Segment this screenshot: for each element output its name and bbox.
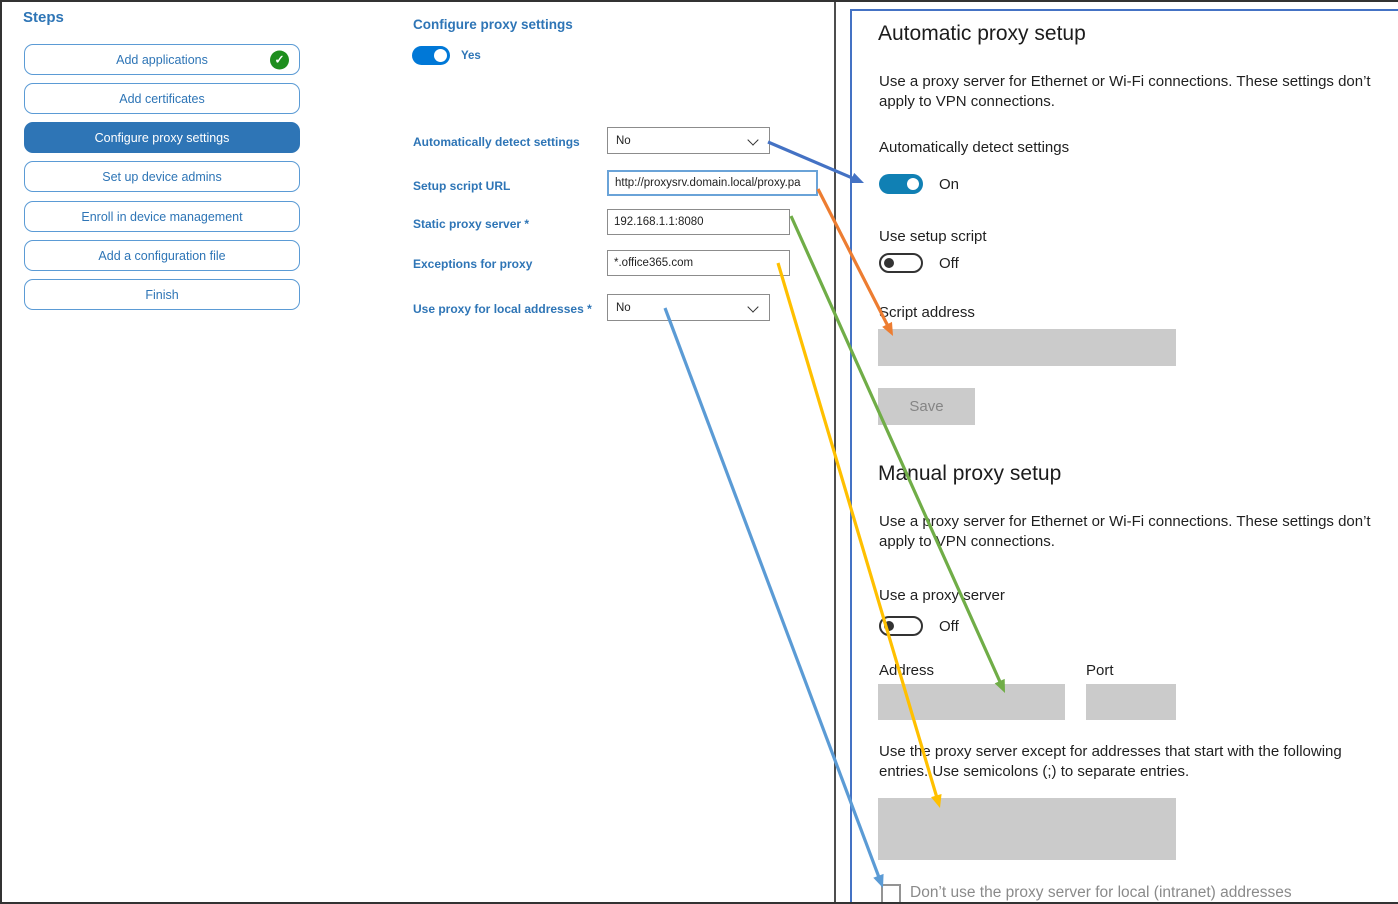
exceptions-for-proxy-input[interactable] bbox=[607, 250, 790, 276]
use-setup-script-state: Off bbox=[939, 255, 959, 272]
use-setup-script-label: Use setup script bbox=[879, 228, 987, 245]
use-setup-script-toggle[interactable] bbox=[879, 253, 923, 273]
check-icon: ✓ bbox=[270, 50, 289, 69]
configure-proxy-toggle-label: Yes bbox=[461, 50, 481, 62]
sidebar-item-enroll-in-device-management[interactable]: Enroll in device management bbox=[24, 201, 300, 232]
automatic-proxy-heading: Automatic proxy setup bbox=[878, 22, 1086, 45]
use-proxy-local-label: Use proxy for local addresses * bbox=[413, 302, 592, 316]
sidebar-item-add-certificates[interactable]: Add certificates bbox=[24, 83, 300, 114]
sidebar-item-configure-proxy-settings[interactable]: Configure proxy settings bbox=[24, 122, 300, 153]
sidebar-item-label: Configure proxy settings bbox=[94, 130, 230, 145]
setup-script-url-label: Setup script URL bbox=[413, 179, 511, 193]
static-proxy-server-label: Static proxy server * bbox=[413, 217, 530, 231]
auto-detect-label: Automatically detect settings bbox=[879, 139, 1070, 156]
sidebar-item-label: Set up device admins bbox=[102, 169, 222, 184]
manual-proxy-description: Use a proxy server for Ethernet or Wi-Fi… bbox=[879, 513, 1371, 550]
proxy-exceptions-hint: Use the proxy server except for addresse… bbox=[879, 743, 1342, 780]
auto-detect-state: On bbox=[939, 176, 960, 193]
save-button[interactable]: Save bbox=[878, 388, 975, 425]
static-proxy-server-input[interactable] bbox=[607, 209, 790, 235]
port-label: Port bbox=[1086, 662, 1114, 679]
select-value: No bbox=[616, 301, 631, 314]
use-proxy-local-select[interactable]: No bbox=[607, 294, 770, 321]
sidebar-item-label: Finish bbox=[145, 287, 179, 302]
local-addresses-checkbox-label: Don’t use the proxy server for local (in… bbox=[910, 884, 1292, 901]
script-address-label: Script address bbox=[879, 304, 975, 321]
automatic-proxy-description: Use a proxy server for Ethernet or Wi-Fi… bbox=[879, 73, 1371, 110]
address-label: Address bbox=[879, 662, 935, 679]
exceptions-for-proxy-label: Exceptions for proxy bbox=[413, 257, 533, 271]
page-title: Configure proxy settings bbox=[413, 17, 573, 32]
steps-heading: Steps bbox=[23, 9, 64, 26]
address-input[interactable] bbox=[878, 684, 1065, 720]
select-value: No bbox=[616, 134, 631, 147]
proxy-exceptions-textarea[interactable] bbox=[878, 798, 1176, 860]
use-proxy-server-label: Use a proxy server bbox=[879, 587, 1005, 604]
local-addresses-checkbox[interactable] bbox=[881, 884, 901, 902]
sidebar-item-finish[interactable]: Finish bbox=[24, 279, 300, 310]
toggle-knob bbox=[884, 621, 894, 631]
local-addresses-arrow bbox=[663, 307, 881, 880]
script-address-input[interactable] bbox=[878, 329, 1176, 366]
setup-script-url-input[interactable] bbox=[607, 170, 818, 196]
toggle-knob bbox=[884, 258, 894, 268]
sidebar-item-add-a-configuration-file[interactable]: Add a configuration file bbox=[24, 240, 300, 271]
sidebar-item-add-applications[interactable]: Add applications ✓ bbox=[24, 44, 300, 75]
chevron-down-icon bbox=[747, 134, 759, 146]
port-input[interactable] bbox=[1086, 684, 1176, 720]
panel-divider bbox=[834, 2, 836, 902]
detect-settings-select[interactable]: No bbox=[607, 127, 770, 154]
chevron-down-icon bbox=[747, 301, 759, 313]
detect-settings-label: Automatically detect settings bbox=[413, 135, 580, 149]
use-proxy-server-state: Off bbox=[939, 618, 959, 635]
toggle-knob bbox=[434, 49, 447, 62]
sidebar-item-label: Add certificates bbox=[119, 91, 205, 106]
manual-proxy-heading: Manual proxy setup bbox=[878, 462, 1062, 485]
toggle-knob bbox=[907, 178, 919, 190]
sidebar-item-label: Add applications bbox=[116, 52, 208, 67]
sidebar-item-set-up-device-admins[interactable]: Set up device admins bbox=[24, 161, 300, 192]
sidebar-item-label: Enroll in device management bbox=[81, 209, 243, 224]
configure-proxy-toggle[interactable] bbox=[412, 46, 450, 65]
sidebar-item-label: Add a configuration file bbox=[98, 248, 226, 263]
use-proxy-server-toggle[interactable] bbox=[879, 616, 923, 636]
auto-detect-toggle[interactable] bbox=[879, 174, 923, 194]
